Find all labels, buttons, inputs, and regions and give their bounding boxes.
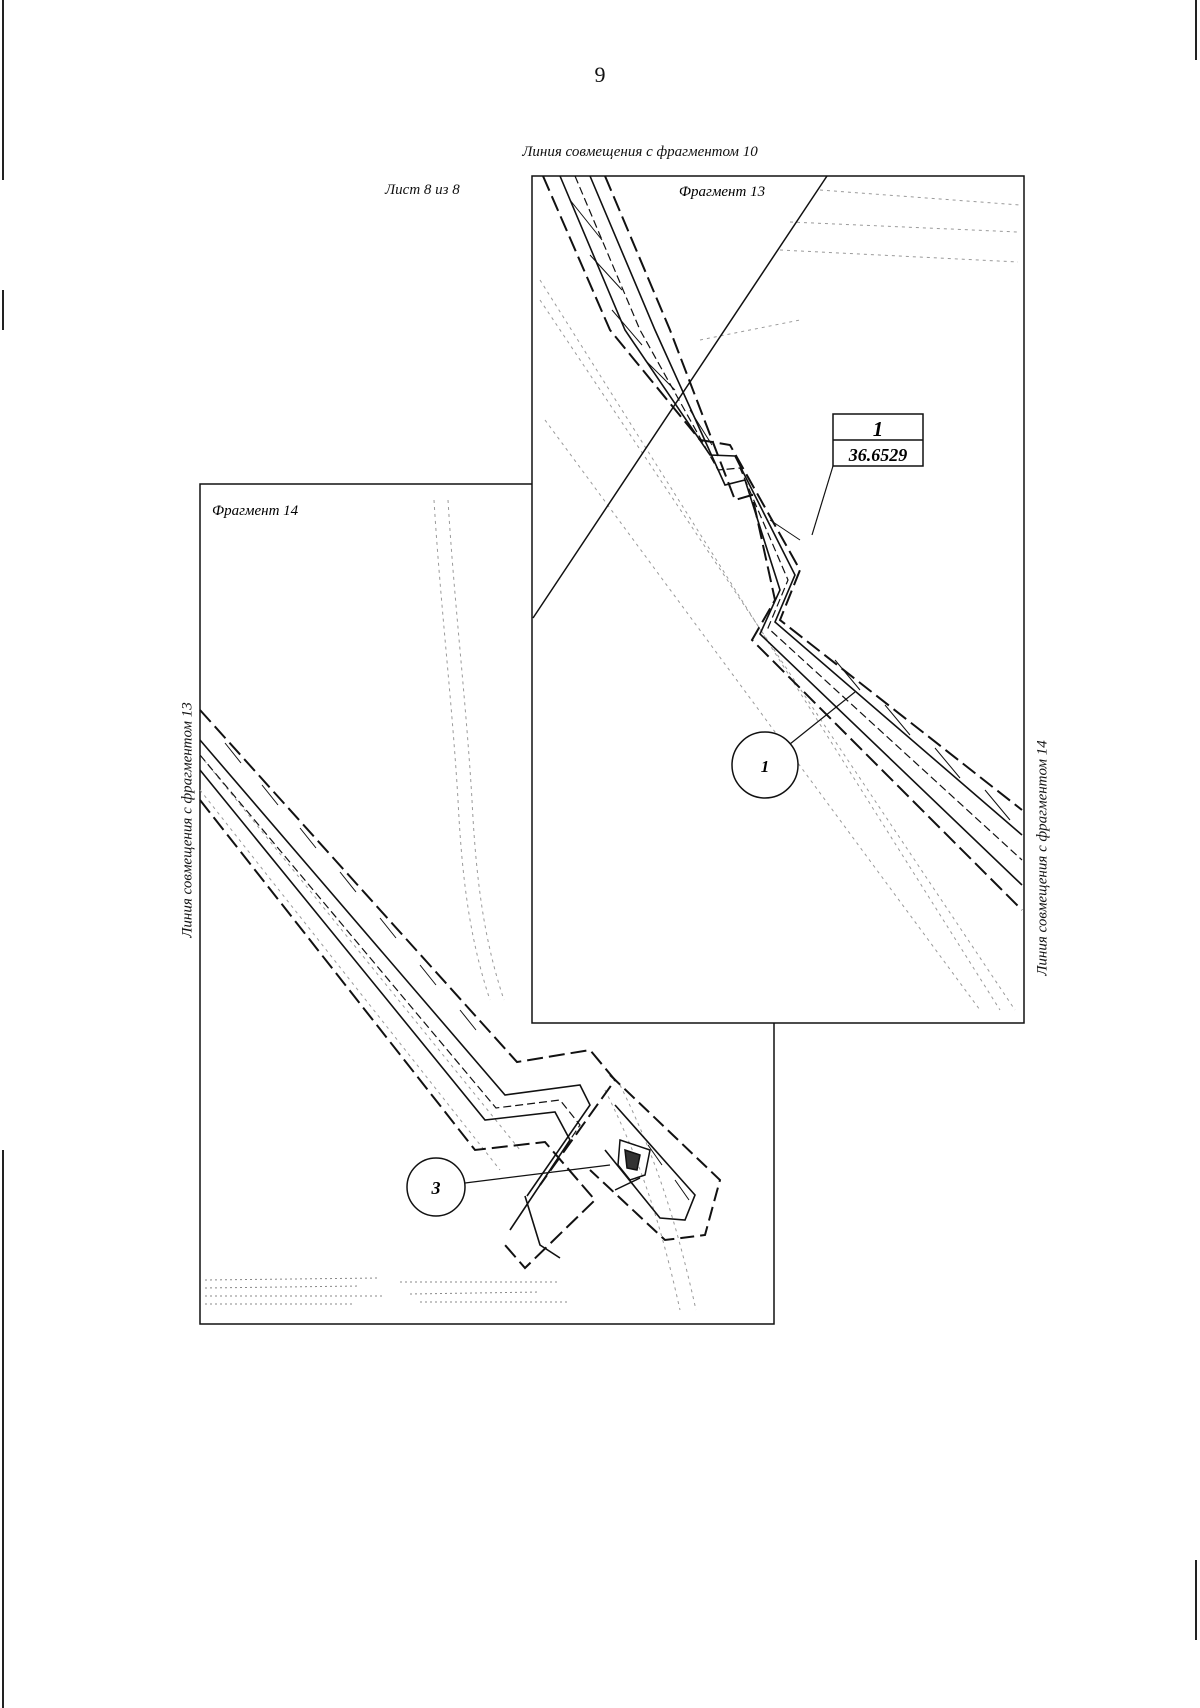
fragment-13-corridor <box>542 175 1023 911</box>
page-number: 9 <box>594 62 606 87</box>
fragment-14-bottom-scatter <box>204 1277 570 1305</box>
fragment-14-cross-ticks <box>224 742 690 1201</box>
fragment-13-circle-marker: 1 <box>731 691 856 799</box>
fragment-14-circle-marker <box>406 1157 611 1217</box>
fragment-13-background-lines <box>539 189 1021 1011</box>
sheet-label: Лист 8 из 8 <box>385 182 460 198</box>
fragment-13-title: Фрагмент 13 <box>679 184 765 200</box>
fragment-14-corridor <box>199 709 722 1270</box>
callout-index: 1 <box>873 417 884 441</box>
alignment-diagonal-line <box>532 175 828 619</box>
fragment-13-frame <box>531 175 1025 1024</box>
fragment-14-circle-label: 3 <box>431 1178 441 1198</box>
fragment-14-background-lines <box>199 499 697 1311</box>
callout-value: 36.6529 <box>848 445 908 465</box>
fragment-13-cross-ticks <box>569 199 1011 821</box>
structure-symbol <box>614 1138 651 1191</box>
callout-box: 1 36.6529 <box>811 413 924 536</box>
top-alignment-caption: Линия совмещения с фрагментом 10 <box>522 144 758 160</box>
fragment-13-circle-label: 1 <box>761 757 770 776</box>
fragment-14-title: Фрагмент 14 <box>212 503 299 519</box>
